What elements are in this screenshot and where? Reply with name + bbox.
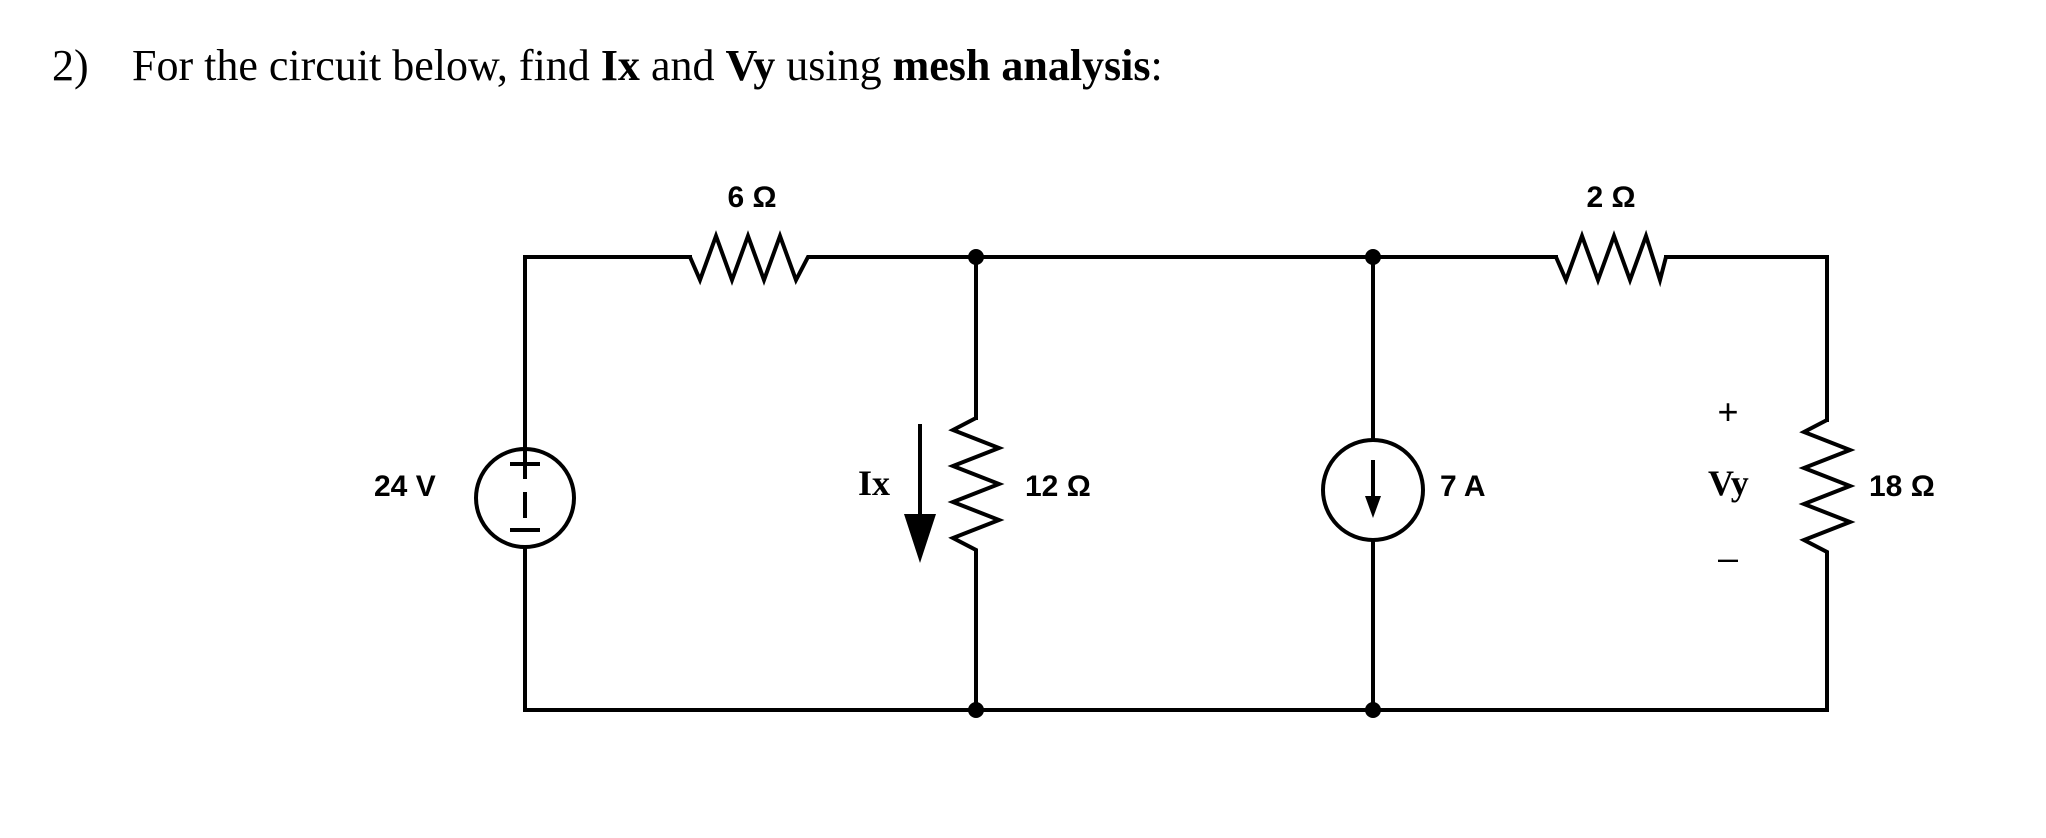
problem-text: For the circuit below, find	[132, 41, 601, 90]
problem-and: and	[639, 41, 726, 90]
wire-top-segment-c	[1664, 255, 1829, 422]
voltage-source-label: 24 V	[374, 470, 436, 503]
problem-vy: Vy	[725, 41, 776, 90]
problem-number: 2)	[52, 41, 89, 90]
ix-arrow-head-icon	[904, 514, 936, 563]
resistor-2-ohm	[1554, 229, 1668, 288]
voltage-source-24v	[474, 447, 576, 549]
junction-dot	[968, 702, 984, 718]
junction-dot	[1365, 249, 1381, 265]
vy-plus-sign: +	[1717, 391, 1738, 432]
problem-method: mesh analysis	[892, 41, 1151, 90]
vy-label: Vy	[1708, 463, 1749, 503]
vy-minus-sign: –	[1718, 537, 1738, 578]
resistor-12-ohm-label: 12 Ω	[1025, 470, 1091, 503]
junctions	[968, 249, 1381, 718]
junction-dot	[968, 249, 984, 265]
wires	[523, 255, 1829, 712]
problem-ix: Ix	[600, 41, 640, 90]
resistor-6-ohm-label: 6 Ω	[727, 181, 776, 214]
plus-icon	[510, 449, 540, 479]
problem-using: using	[775, 41, 893, 90]
resistor-6-ohm	[688, 230, 818, 286]
ix-label: Ix	[858, 463, 890, 503]
problem-statement: 2)For the circuit below, find Ix and Vy …	[52, 44, 1163, 88]
resistor-12-ohm	[947, 416, 1005, 562]
wire-bottom	[523, 560, 1829, 712]
current-source-label: 7 A	[1440, 470, 1486, 503]
resistor-2-ohm-label: 2 Ω	[1586, 181, 1635, 214]
down-arrow-icon	[1365, 496, 1381, 518]
junction-dot	[1365, 702, 1381, 718]
current-source-7a	[1321, 438, 1425, 542]
problem-colon: :	[1150, 41, 1163, 90]
resistor-18-ohm	[1798, 418, 1856, 562]
resistor-18-ohm-label: 18 Ω	[1869, 470, 1935, 503]
